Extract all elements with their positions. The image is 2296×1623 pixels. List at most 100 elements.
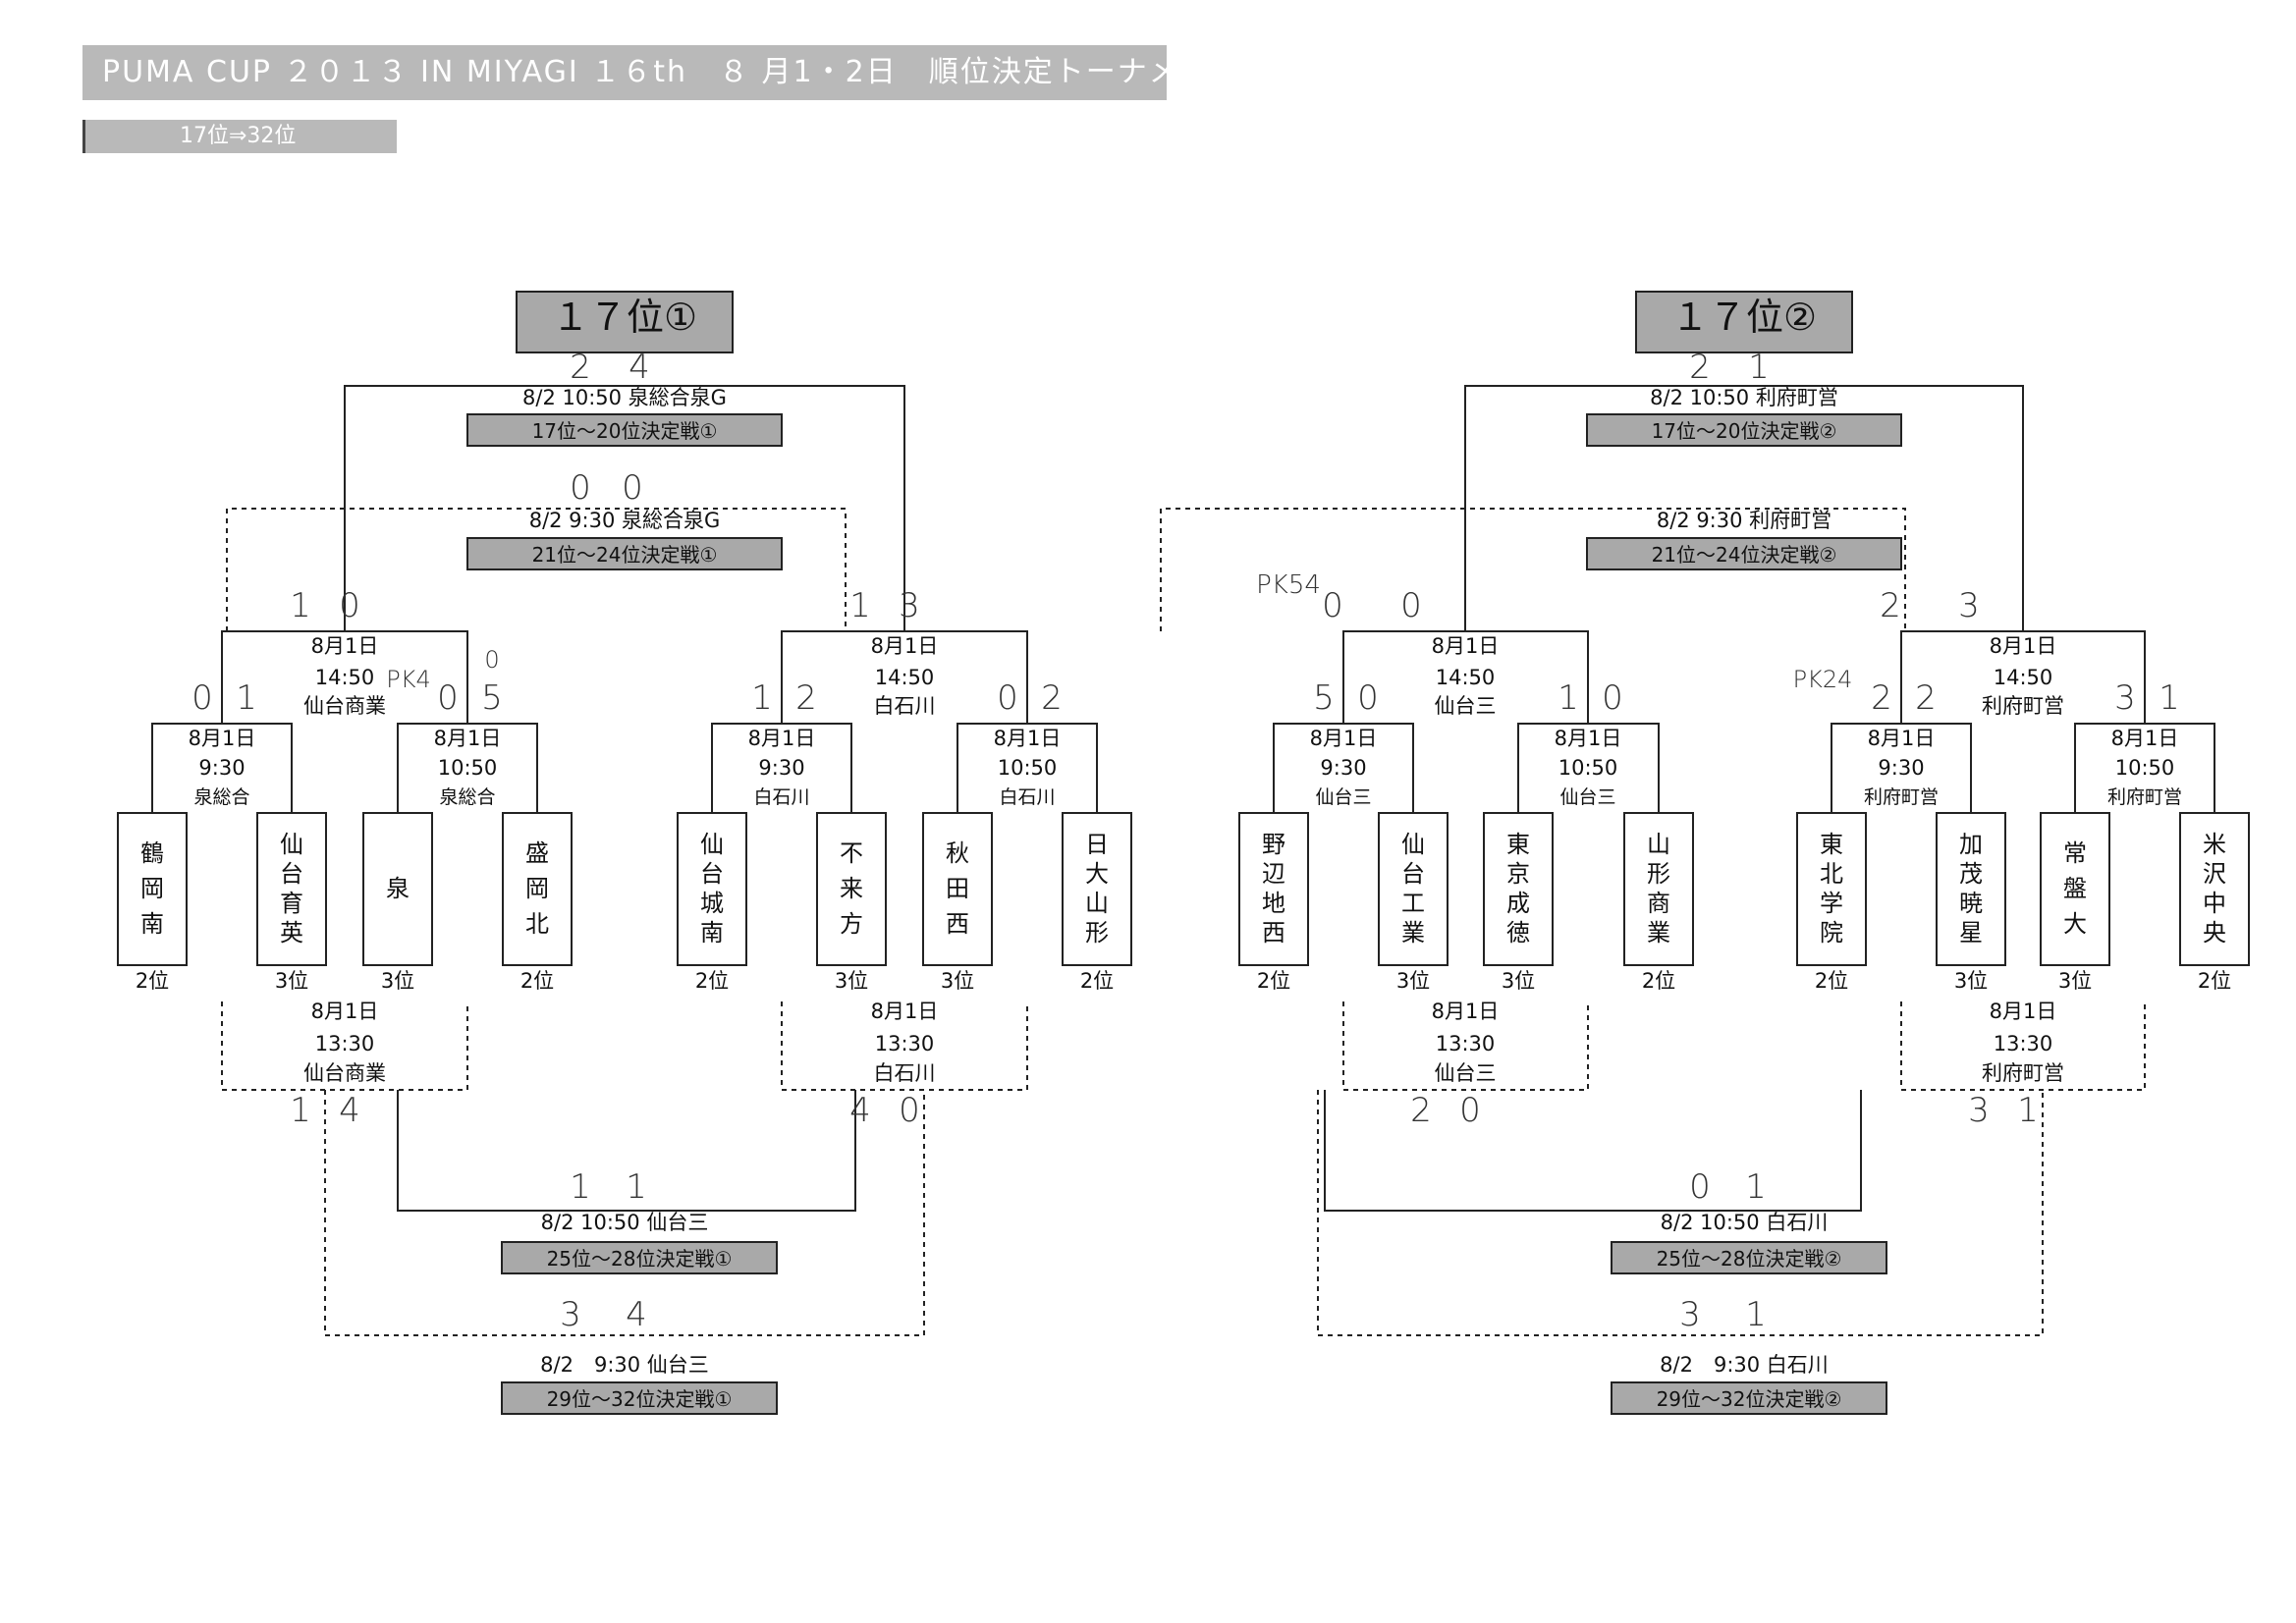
bracket2-r1-venue: 仙台三 <box>1559 786 1615 808</box>
bracket2-team-box <box>1378 812 1449 966</box>
bracket2-r1-venue: 利府町営 <box>1864 786 1939 808</box>
bracket2-final1-info: 8/2 10:50 利府町営 <box>1650 386 1838 409</box>
bracket2-r1-score-right: 1 <box>2159 678 2180 718</box>
bracket2-team-name-char: 業 <box>1401 919 1425 947</box>
page-title: PUMA CUP ２０１３ IN MIYAGI １６th ８ 月1・2日 順位決… <box>82 45 1241 100</box>
bracket2-team-name-char: 業 <box>1647 919 1670 947</box>
bracket1-team-rank: 2位 <box>136 969 169 993</box>
bracket1-r1-score-left: 0 <box>191 678 213 718</box>
bracket1-r2-venue: 白石川 <box>874 694 936 718</box>
bracket2-r2l-score-right: 0 <box>1459 1091 1481 1130</box>
bracket2-r1-score-left: 1 <box>1558 678 1579 718</box>
bracket2-r1-venue: 利府町営 <box>2107 786 2182 808</box>
bracket2-team-rank: 3位 <box>1396 969 1430 993</box>
bracket2-team-name-char: 米 <box>2203 831 2226 858</box>
bracket2-r1-time: 9:30 <box>1320 756 1366 780</box>
bracket1-final1-score-right: 4 <box>629 348 650 387</box>
bracket2-r2l-score-right: 1 <box>2017 1091 2039 1130</box>
bracket1-final2-score-left: 0 <box>570 468 591 508</box>
bracket1-final4-line <box>324 1090 925 1336</box>
bracket1-r2-date: 8月1日 <box>871 634 939 658</box>
bracket2-team-name-char: 西 <box>1262 919 1285 947</box>
bracket1-final3-line <box>397 1090 856 1212</box>
bracket1-team-name-char: 仙 <box>700 831 724 858</box>
bracket1-team-name-char: 南 <box>140 910 164 938</box>
bracket1-r1-time: 10:50 <box>438 756 498 780</box>
bracket2-final4-line <box>1317 1090 2044 1336</box>
bracket1-final2-info: 8/2 9:30 泉総合泉G <box>529 509 721 532</box>
bracket1-final3-info: 8/2 10:50 仙台三 <box>541 1211 709 1234</box>
bracket1-team-rank: 3位 <box>835 969 868 993</box>
bracket1-r2l-score-right: 0 <box>899 1091 920 1130</box>
bracket1-r1-score-right: 2 <box>1041 678 1063 718</box>
bracket2-team-name-char: 茂 <box>1959 860 1983 888</box>
bracket1-r1-venue: 白石川 <box>753 786 809 808</box>
bracket2-team-name-char: 成 <box>1506 890 1530 917</box>
bracket2-r2-score-right: 3 <box>1958 586 1980 625</box>
bracket1-r1-time: 10:50 <box>998 756 1058 780</box>
bracket1-final4-score-left: 3 <box>560 1295 581 1334</box>
bracket2-team-box <box>2179 812 2250 966</box>
bracket2-r2l-bracket <box>1342 1001 1589 1091</box>
bracket2-r1-score-right: 2 <box>1915 678 1937 718</box>
bracket2-r2l-date: 8月1日 <box>1432 1000 1500 1023</box>
bracket1-r1-score-right: 2 <box>795 678 817 718</box>
bracket2-team-name-char: 沢 <box>2203 860 2226 888</box>
bracket2-r2-score-left: 2 <box>1880 586 1901 625</box>
bracket1-team-name-char: 北 <box>525 910 549 938</box>
bracket1-r1-score-extra: 0 <box>484 646 499 674</box>
bracket1-r2l-score-right: 4 <box>339 1091 360 1130</box>
bracket2-team-rank: 2位 <box>1815 969 1848 993</box>
bracket2-team-rank: 2位 <box>1642 969 1675 993</box>
bracket1-team-name-char: 田 <box>946 875 969 902</box>
bracket1-team-name-char: 西 <box>946 910 969 938</box>
bracket1-team-name-char: 仙 <box>280 831 303 858</box>
bracket1-team-name-char: 英 <box>280 919 303 947</box>
bracket2-team-rank: 2位 <box>1257 969 1290 993</box>
bracket1-r1-venue: 白石川 <box>999 786 1055 808</box>
bracket2-team-name-char: 院 <box>1820 919 1843 947</box>
bracket2-r1-date: 8月1日 <box>1868 727 1936 750</box>
bracket2-team-name-char: 徳 <box>1506 919 1530 947</box>
bracket2-team-name-char: 台 <box>1401 860 1425 888</box>
bracket1-team-name-char: 鶴 <box>140 839 164 867</box>
bracket1-team-name-char: 形 <box>1085 919 1109 947</box>
bracket1-r2l-venue: 白石川 <box>874 1061 936 1085</box>
bracket1-heading-box <box>516 291 734 353</box>
bracket1-final1-score-left: 2 <box>570 348 591 387</box>
bracket2-r2l-score-left: 3 <box>1968 1091 1990 1130</box>
page-subtitle: 17位⇒32位 <box>82 120 397 153</box>
bracket2-team-name-char: 地 <box>1262 890 1285 917</box>
bracket1-team-name-char: 方 <box>840 910 863 938</box>
bracket1-r2-time: 14:50 <box>315 666 375 689</box>
bracket2-final4-label: 29位～32位決定戦② <box>1657 1387 1842 1411</box>
bracket2-r2-pk: PK54 <box>1256 570 1321 600</box>
bracket1-team-rank: 2位 <box>695 969 729 993</box>
bracket2-r1-date: 8月1日 <box>1310 727 1378 750</box>
bracket2-r1-score-left: 3 <box>2114 678 2136 718</box>
bracket1-final3-label-box <box>501 1241 778 1274</box>
bracket1-final4-label-box <box>501 1381 778 1415</box>
bracket1-r2-venue: 仙台商業 <box>303 694 386 718</box>
bracket1-r1-score-left: 0 <box>997 678 1018 718</box>
bracket1-team-name-char: 岡 <box>525 875 549 902</box>
bracket2-final1-score-left: 2 <box>1689 348 1711 387</box>
bracket1-team-box <box>117 812 188 966</box>
bracket1-final3-score-left: 1 <box>570 1167 591 1207</box>
bracket2-r2l-time: 13:30 <box>1436 1032 1496 1055</box>
bracket2-final2-info: 8/2 9:30 利府町営 <box>1657 509 1831 532</box>
bracket2-team-name-char: 野 <box>1262 831 1285 858</box>
bracket1-team-name-char: 泉 <box>386 875 410 902</box>
bracket2-team-name-char: 山 <box>1647 831 1670 858</box>
bracket1-team-box <box>362 812 433 966</box>
bracket2-final4-info: 8/2 9:30 白石川 <box>1660 1353 1829 1377</box>
bracket1-final1-label-box <box>466 413 783 447</box>
bracket2-r2-time: 14:50 <box>1994 666 2053 689</box>
bracket2-final4-score-right: 1 <box>1745 1295 1767 1334</box>
bracket2-r1-score-right: 0 <box>1357 678 1379 718</box>
bracket1-team-name-char: 不 <box>840 839 863 867</box>
bracket1-r1-date: 8月1日 <box>189 727 256 750</box>
bracket2-team-name-char: 大 <box>2063 910 2087 938</box>
bracket2-r2-date: 8月1日 <box>1432 634 1500 658</box>
